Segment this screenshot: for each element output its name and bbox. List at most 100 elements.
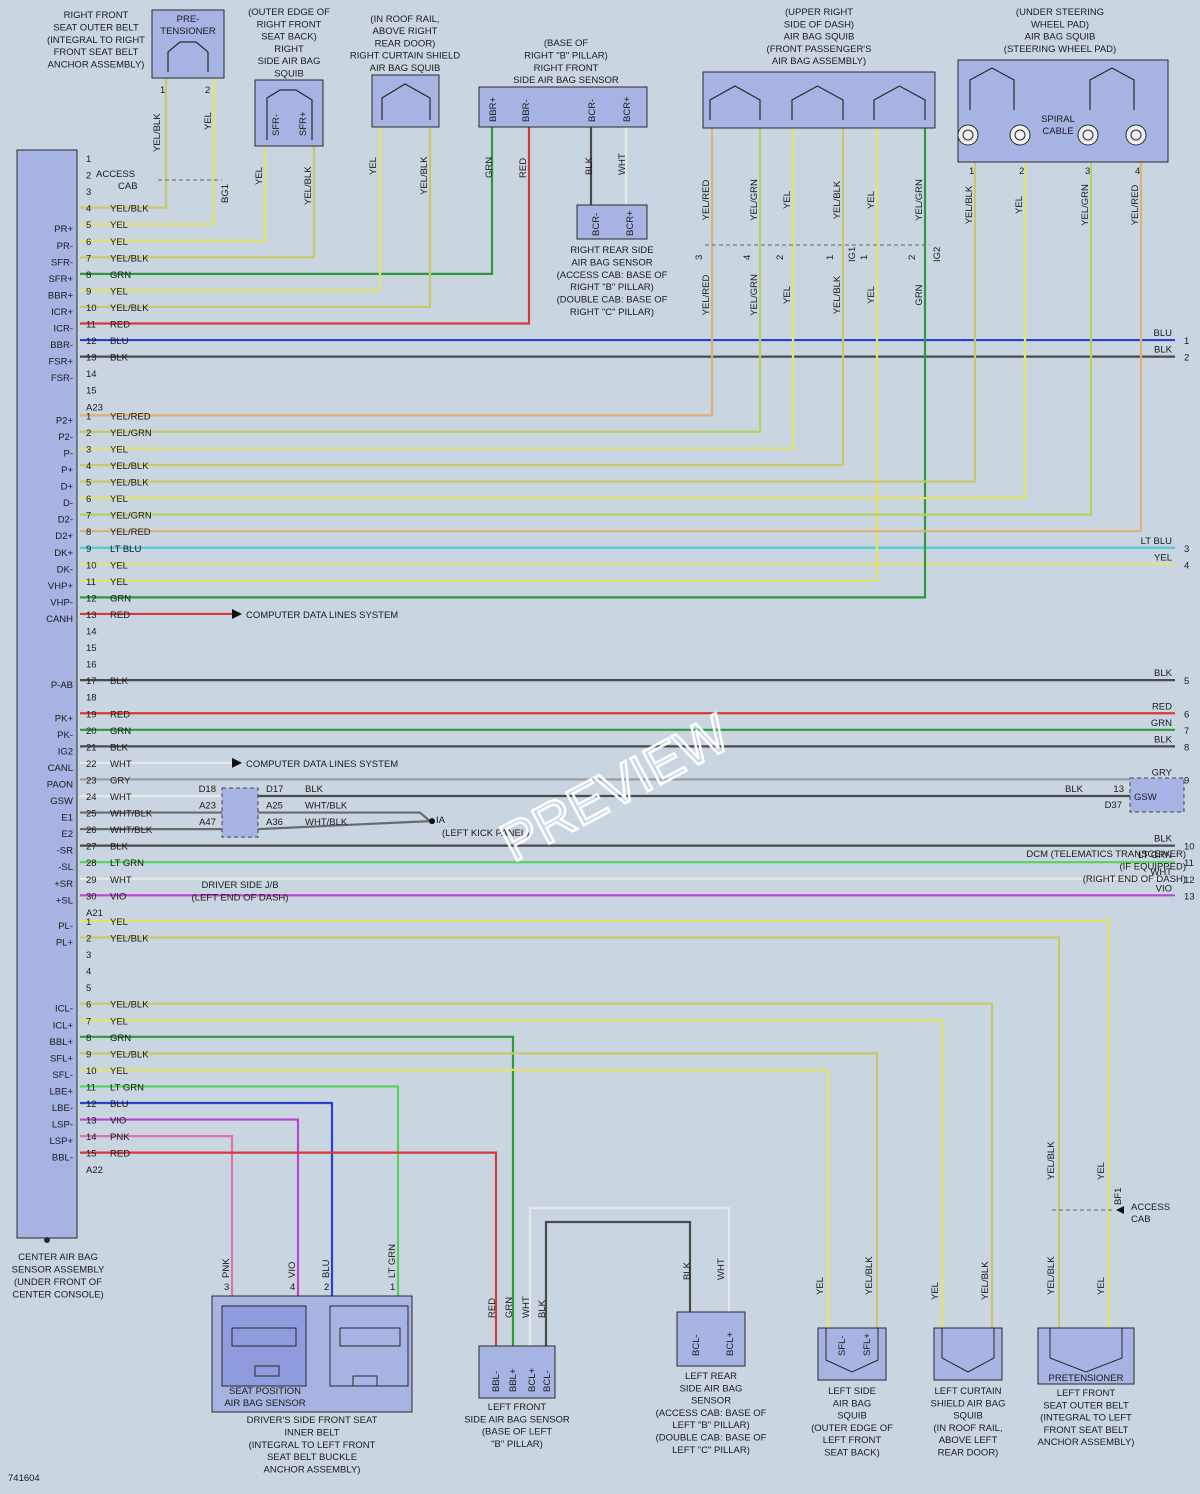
wire-bcl-minus [544,1220,692,1346]
component-name: SEAT BACK) [824,1448,880,1459]
wire-ground-2 [257,820,431,831]
driver-jb-box [221,787,259,838]
pin-number: 10 [86,1066,97,1077]
signal-label: ICR- [53,324,73,335]
driver-squib-box [957,59,1169,163]
wire-label: YEL/BLK [964,185,975,224]
ecu-body [16,149,78,1239]
spiral-cable-icon [1014,129,1026,141]
signal-label: DK- [57,564,73,575]
squib-icon [167,41,209,72]
wire-label: YEL [815,1277,826,1295]
signal-label: PK- [57,730,73,741]
pin-number: 4 [86,204,91,215]
pin-number: 2 [86,171,91,182]
component-name: DRIVER'S SIDE FRONT SEAT [247,1415,378,1426]
wire-label: YEL/BLK [110,934,149,945]
spiral-cable-icon [1125,124,1147,146]
wire-label: YEL/RED [1130,185,1141,226]
pin-number: 2 [205,85,210,96]
arrow-icon [232,757,242,768]
spiral-cable-icon [1130,129,1142,141]
signal-label: D+ [61,482,74,493]
wire-driver-3 [80,162,1093,516]
edge-number: 2 [1184,353,1189,364]
wire-label: RED [518,158,529,178]
component-name: INNER BELT [284,1427,339,1438]
wire-label: RED [1152,701,1172,712]
signal-label: SFL- [52,1070,73,1081]
spiral-cable-icon [962,129,974,141]
component-name: (BASE OF [544,38,589,49]
pin-number: 27 [86,842,97,853]
component-name: AIR BAG SQUIB [370,63,441,74]
component-name: ABOVE RIGHT [373,26,438,37]
pin-number: 21 [86,742,97,753]
component-label: TENSIONER [160,26,216,37]
wire-label: BLU [110,336,129,347]
component-label: PRE- [177,14,200,25]
component-name: LEFT SIDE [828,1386,876,1397]
component-name: (ACCESS CAB: BASE OF [557,270,668,281]
spiral-cable-icon [1009,124,1031,146]
component-name: SQUIB [274,69,304,80]
wire-label: YEL [110,286,128,297]
component-name: RIGHT "C" PILLAR) [570,307,654,318]
ecu-name: CENTER CONSOLE) [12,1290,103,1301]
pin-number: 1 [160,85,165,96]
signal-label: IG2 [58,746,73,757]
connector-label: BG1 [220,184,231,203]
resistor-icon [352,1375,378,1387]
pin-number: 1 [390,1282,395,1293]
component-name: (INTEGRAL TO RIGHT [47,35,145,46]
signal-label: ICL+ [53,1020,74,1031]
signal-label: -SL [58,862,73,873]
wire-label: LT GRN [110,1082,144,1093]
signal-label: CANL [48,763,73,774]
component-name: SIDE OF DASH) [784,19,854,30]
wire-label: WHT/BLK [110,809,153,820]
pin-number: 3 [86,950,91,961]
edge-number: 9 [1184,775,1189,786]
pin-number: 2 [324,1282,329,1293]
component-name: (INTEGRAL TO LEFT [1040,1413,1132,1424]
access-cab-label: ACCESS [96,169,135,180]
figure-id: 741604 [8,1473,40,1484]
wire-label: YEL [110,1016,128,1027]
wire-sfr-minus [80,146,267,242]
connector-label-a23: A23 [86,402,103,413]
wire-label: LT GRN [387,1244,398,1278]
connector-label: IG2 [932,247,943,262]
pin-signal: BCR+ [625,210,636,236]
wire-lsp-minus [80,1118,300,1296]
pin-number: 12 [86,593,97,604]
wire-sfl-minus [80,1068,830,1328]
component-name: SIDE AIR BAG SENSOR [513,75,619,86]
wire-label: BLK [1154,834,1173,845]
signal-label: E1 [61,813,73,824]
pin-signal: BCR+ [622,96,633,122]
wire-label: GRN [110,726,131,737]
pin-signal: BCL+ [725,1332,736,1356]
wire-label: WHT [110,875,132,886]
resistor-icon [254,1365,280,1377]
wire-rf-pret-2 [80,78,216,226]
pin-number: 11 [86,577,96,588]
access-cab-label: CAB [1131,1214,1151,1225]
signal-label: -SR [57,846,74,857]
spiral-cable-icon [1077,124,1099,146]
wire-passenger-2 [80,128,762,434]
dcm-label: GSW [1134,792,1157,803]
pin-number: 4 [86,967,91,978]
edge-number: 5 [1184,676,1189,687]
can-label: COMPUTER DATA LINES SYSTEM [246,759,398,770]
wire-icl-minus [80,1002,994,1328]
wire-label: YEL/BLK [419,156,430,195]
component-name: LEFT CURTAIN [934,1386,1001,1397]
jb-name: DRIVER SIDE J/B [201,880,278,891]
component-name: ABOVE LEFT [939,1435,998,1446]
edge-number: 8 [1184,742,1189,753]
signal-label: FSR- [51,373,73,384]
wire-label: YEL [1014,196,1025,214]
signal-label: BBR+ [48,290,74,301]
